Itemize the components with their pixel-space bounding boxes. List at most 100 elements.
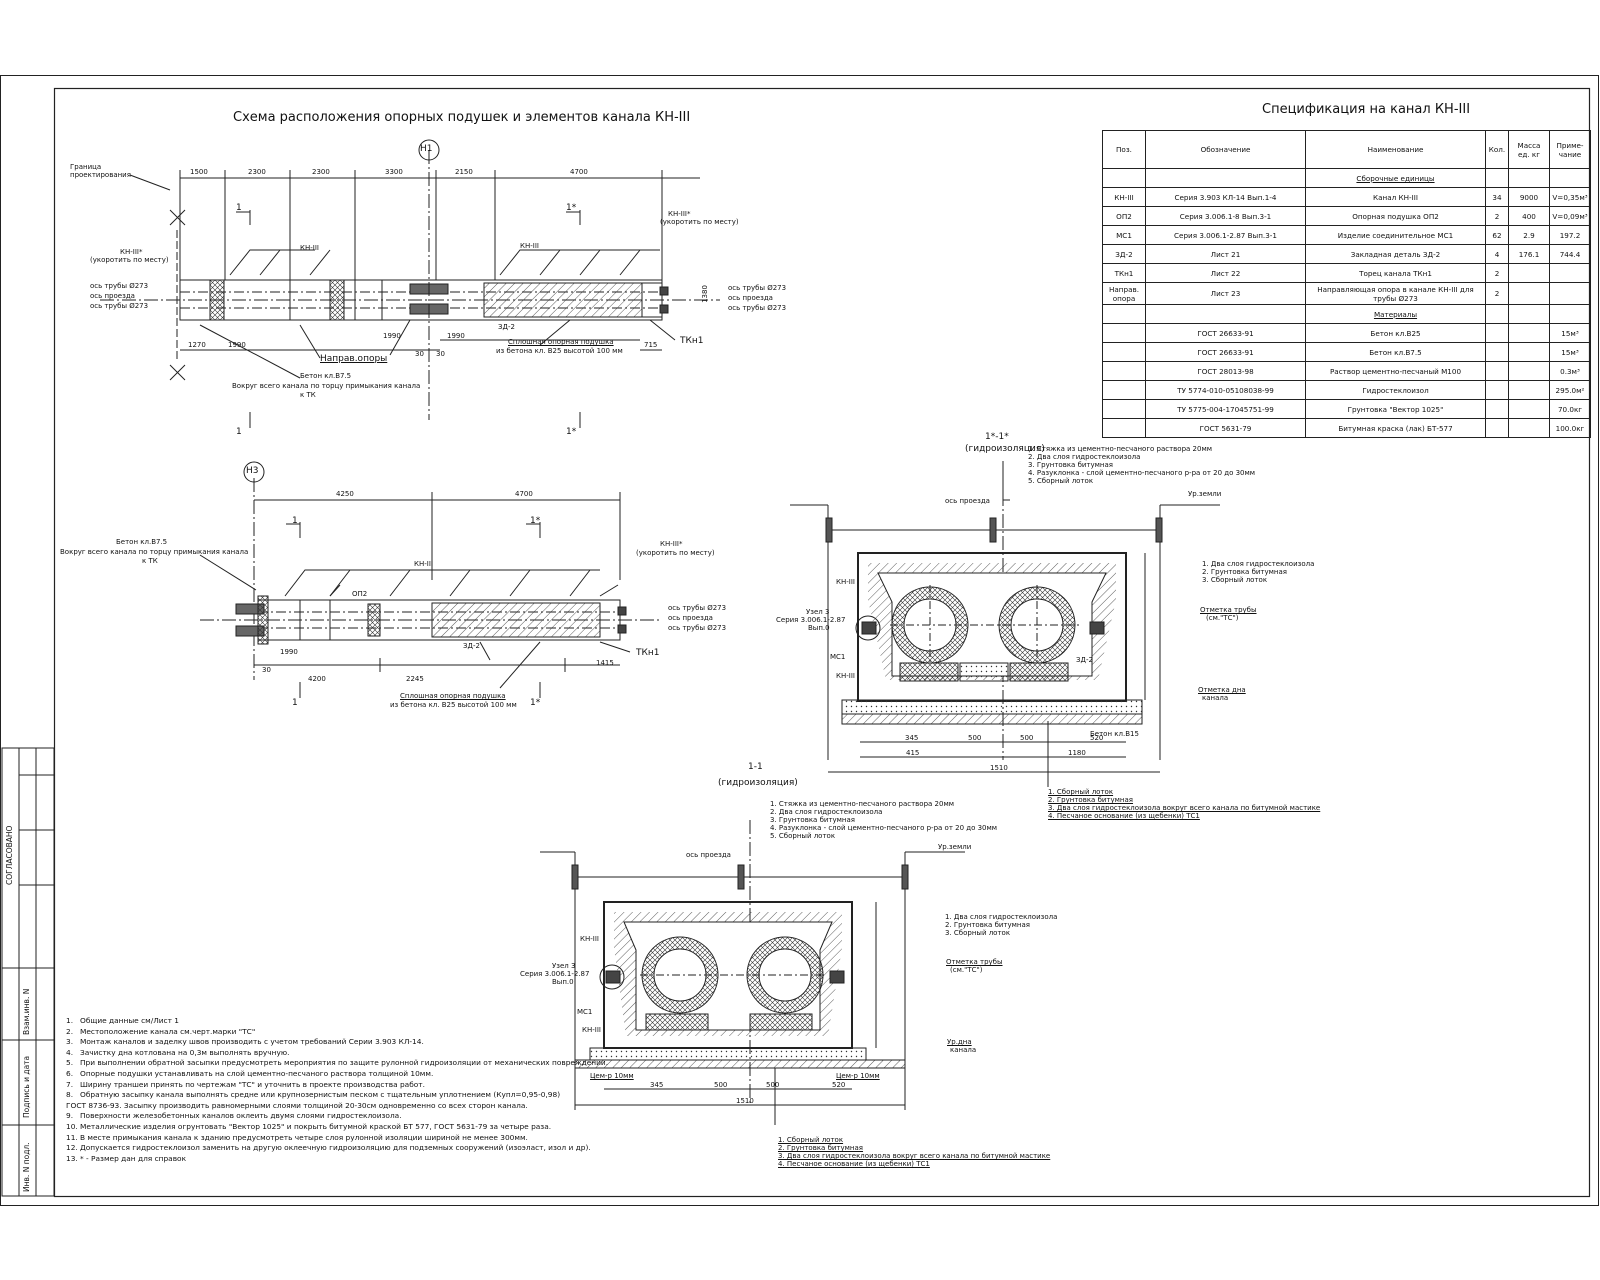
- section-one-top-note-0: 1. Стяжка из цементно-песчаного раствора…: [770, 800, 955, 808]
- section-one-bottom-note-0: 1. Сборный лоток: [778, 1136, 844, 1144]
- sidebar-inv: Инв. N подл.: [22, 1142, 31, 1192]
- plan1-kn3-a: КН-III: [300, 244, 319, 252]
- plan1-kn3-star-right-note: (укоротить по месту): [660, 218, 739, 226]
- section-one-dim-2: 500: [766, 1081, 780, 1089]
- plan2-zd: ЗД-2: [463, 642, 480, 650]
- note-item: 6.Опорные подушки устанавливать на слой …: [66, 1068, 434, 1078]
- plan1-cut1s-bottom: 1*: [566, 427, 577, 437]
- section-star-otm2: (см."ТС"): [1206, 614, 1239, 622]
- plan2-beton: Бетон кл.В7.5: [116, 538, 168, 546]
- note-item: 2.Местоположение канала см.черт.марки "Т…: [66, 1026, 256, 1036]
- plan2-beton-note1: Вокруг всего канала по торцу примыкания …: [60, 548, 249, 556]
- section-one-kn3b: КН-III: [582, 1026, 601, 1034]
- section-one-beton2: Цем-р 10мм: [836, 1072, 880, 1080]
- plan2-cut1-top: 1: [292, 516, 298, 526]
- section-star-bottom-note-2: 3. Два слоя гидростеклоизола вокруг всег…: [1048, 804, 1321, 812]
- note-item: 5.При выполнении обратной засыпки предус…: [66, 1058, 609, 1068]
- plan2-cut1s-bottom: 1*: [530, 698, 541, 708]
- plan1-drawing: [100, 139, 720, 428]
- plan1-dim-bottom-4: 30: [415, 350, 424, 358]
- plan2-tk: ТКн1: [636, 648, 660, 658]
- plan1-dim-top-0: 1500: [190, 168, 208, 176]
- plan2-kn3-star-note: (укоротить по месту): [636, 549, 715, 557]
- section-star-dim-2: 500: [1020, 734, 1034, 742]
- section-star-proezd: ось проезда: [945, 497, 990, 505]
- section-star-seria: Серия 3.006.1-2.87: [776, 616, 846, 624]
- plan2-dim-top-1: 4700: [515, 490, 533, 498]
- plan2-pipe1: ось трубы Ø273: [668, 604, 727, 612]
- section-one-top-note-3: 4. Разуклонка - слой цементно-песчаного …: [770, 824, 998, 832]
- inner-frame: [53, 87, 1591, 1198]
- plan1-proezd-right: ось проезда: [728, 294, 773, 302]
- general-notes: 1.Общие данные см/Лист 1 2.Местоположени…: [66, 1016, 608, 1164]
- plan1-dim-bottom-0: 1270: [188, 341, 206, 349]
- section-star-beton: Бетон кл.В15: [1090, 730, 1139, 738]
- section-star-title: 1*-1*: [985, 432, 1009, 442]
- plan1-plate1: Сплошная опорная подушка: [508, 338, 614, 346]
- plan1-zd: ЗД-2: [498, 323, 515, 331]
- plan2-beton-note2: к ТК: [142, 557, 158, 565]
- sidebar-stamp: [1, 747, 55, 1197]
- plan2-plate2: из бетона кл. В25 высотой 100 мм: [390, 701, 517, 709]
- section-star-otm: Отметка трубы: [1200, 606, 1257, 614]
- plan1-kn3-b: КН-III: [520, 242, 539, 250]
- spec-title: Спецификация на канал КН-III: [1262, 102, 1471, 117]
- sidebar-agreed: СОГЛАСОВАНО: [5, 825, 14, 885]
- plan2-drawing: [199, 461, 660, 698]
- section-one-top-note-4: 5. Сборный лоток: [770, 832, 836, 840]
- section-one-right-note-0: 1. Два слоя гидростеклоизола: [945, 913, 1058, 921]
- section-star-ms1: МС1: [830, 653, 846, 661]
- note-item: 13.* - Размер дан для справок: [66, 1153, 187, 1163]
- spec-header-code: Обозначение: [1145, 130, 1306, 169]
- note-item: 7.Ширину траншеи принять по чертежам "ТС…: [66, 1079, 425, 1089]
- plan2-dim-bottom-1: 30: [262, 666, 271, 674]
- plan2-plate1: Сплошная опорная подушка: [400, 692, 506, 700]
- plan1-border-label: Граница проектирования: [70, 163, 131, 179]
- plan-title: Схема расположения опорных подушек и эле…: [233, 110, 691, 125]
- section-one-seria: Серия 3.006.1-2.87: [520, 970, 590, 978]
- section-one-dim-0: 345: [650, 1081, 664, 1089]
- section-star-dim-3: 520: [1090, 734, 1104, 742]
- section-star-subtitle: (гидроизоляция): [965, 444, 1045, 454]
- section-star-kn3a: КН-III: [836, 578, 855, 586]
- section-star-dim-4: 1180: [1068, 749, 1086, 757]
- section-one-bottom-note-3: 4. Песчаное основание (из щебенки) ТС1: [778, 1160, 930, 1168]
- section-star-dno2: канала: [1202, 694, 1229, 702]
- plan2-kn3: КН-III: [414, 560, 433, 568]
- section-star-uzel: Узел 3: [806, 608, 830, 616]
- section-star-dim-6: 1510: [990, 764, 1008, 772]
- section-one-otm: Отметка трубы: [946, 958, 1003, 966]
- plan1-dim-bottom-6: 715: [644, 341, 658, 349]
- plan1-cut1-bottom: 1: [236, 427, 242, 437]
- section-one-otm2: (см."ТС"): [950, 966, 983, 974]
- plan1-proezd-left: ось проезда: [90, 292, 135, 300]
- note-item: 1.Общие данные см/Лист 1: [66, 1016, 179, 1025]
- plan2-dim-bottom-2: 4200: [308, 675, 326, 683]
- section-one-bottom-note-1: 2. Грунтовка битумная: [778, 1144, 864, 1152]
- plan1-beton-note1: Вокруг всего канала по торцу примыкания …: [232, 382, 421, 390]
- section-star-zd: ЗД-2: [1076, 656, 1093, 664]
- spec-header-note: Приме- чание: [1549, 130, 1591, 169]
- section-star-vyp: Вып.0: [808, 624, 830, 632]
- spec-header-pos: Поз.: [1102, 130, 1146, 169]
- spec-header-qty: Кол.: [1485, 130, 1509, 169]
- plan2-kn3-star: КН-III*: [660, 540, 683, 548]
- plan1-dim-top-2: 2300: [312, 168, 330, 176]
- section-star-right-note-0: 1. Два слоя гидростеклоизола: [1202, 560, 1315, 568]
- section-one-uzel: Узел 3: [552, 962, 576, 970]
- plan1-dim-bottom-2: 1990: [383, 332, 401, 340]
- plan1-plate2: из бетона кл. В25 высотой 100 мм: [496, 347, 623, 355]
- note-item: 12.Допускается гидростеклоизол заменить …: [66, 1143, 591, 1153]
- section-star-dim-1: 500: [968, 734, 982, 742]
- section-one-dim-3: 520: [832, 1081, 846, 1089]
